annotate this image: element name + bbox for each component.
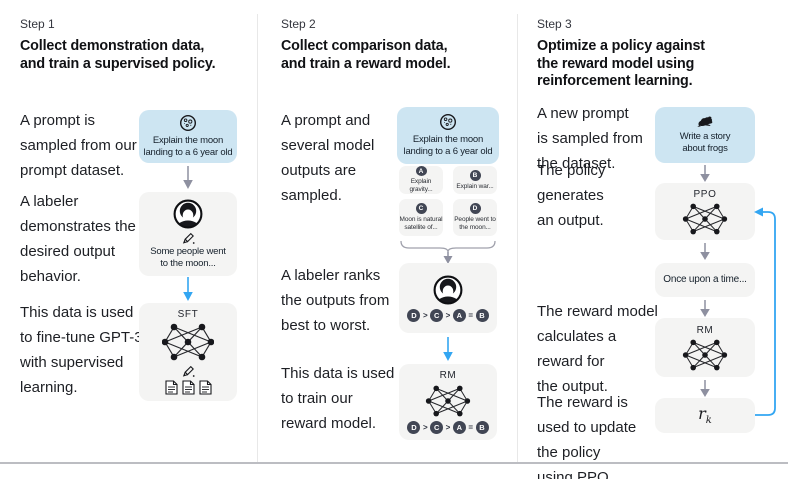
labeler-icon <box>173 199 203 229</box>
sft-label: SFT <box>177 309 199 320</box>
ranking-row: D > C > A = B <box>407 421 489 434</box>
labeler-icon <box>433 275 463 305</box>
step1-caption-finetune: This data is used to fine-tune GPT-3 wit… <box>20 304 143 396</box>
feedback-loop-arrow-icon <box>751 202 781 424</box>
step1-caption-labeler: A labeler demonstrates the desired outpu… <box>20 193 136 285</box>
step1-demo-text: Some people went to the moon... <box>150 245 226 269</box>
step1-labeler-box: Some people went to the moon... <box>139 192 237 276</box>
step3-caption-reward: The reward model calculates a reward for… <box>537 303 658 395</box>
output-b-text: Explain war... <box>456 182 494 190</box>
rank-badge: B <box>475 308 489 322</box>
rank-badge: C <box>430 421 444 434</box>
step3-prompt-box: Write a story about frogs <box>655 107 755 163</box>
pencil-icon <box>181 364 195 377</box>
step3-rm-box: RM <box>655 318 755 377</box>
step1-prompt-text: Explain the moon landing to a 6 year old <box>143 135 233 158</box>
step2-prompt-text: Explain the moon landing to a 6 year old <box>403 134 493 157</box>
step3-label: Step 3 <box>537 17 572 31</box>
output-d-text: People went to the moon... <box>454 216 496 231</box>
pencil-icon <box>181 231 195 244</box>
step2-labeler-box: D > C > A = B <box>399 263 497 333</box>
output-chip-c: C Moon is natural satellite of... <box>399 199 443 236</box>
bottom-border <box>0 462 788 464</box>
step2-label: Step 2 <box>281 17 316 31</box>
badge-c: C <box>415 203 427 214</box>
rank-badge: A <box>452 421 466 434</box>
reward-symbol: r <box>698 404 706 424</box>
output-a-text: Explain gravity... <box>409 178 433 193</box>
badge-a: A <box>415 166 427 176</box>
step2-rm-box: RM D > C > A <box>399 364 497 440</box>
badge-b: B <box>469 169 481 181</box>
brace-arrow-icon <box>399 240 497 265</box>
rm-label: RM <box>439 370 457 381</box>
output-chip-b: B Explain war... <box>453 166 497 194</box>
arrow-down-icon <box>699 380 711 398</box>
step2-prompt-box: Explain the moon landing to a 6 year old <box>397 107 499 164</box>
column-divider-1 <box>257 14 258 463</box>
step1-label: Step 1 <box>20 17 55 31</box>
rank-separator: > <box>445 310 451 320</box>
step1-sft-box: SFT <box>139 303 237 401</box>
rank-separator: > <box>445 423 451 432</box>
rank-badge: A <box>452 308 466 322</box>
step3-output-text: Once upon a time... <box>663 274 747 285</box>
neural-network-icon <box>162 323 214 361</box>
step3-caption-policy: The policy generates an output. <box>537 162 606 229</box>
documents-icon <box>164 380 212 395</box>
arrow-down-icon <box>699 165 711 183</box>
arrow-down-icon <box>699 243 711 261</box>
step1-prompt-box: Explain the moon landing to a 6 year old <box>139 110 237 163</box>
arrow-down-blue-icon <box>442 337 454 362</box>
step3-caption-prompt: A new prompt is sampled from the dataset… <box>537 105 643 172</box>
step2-caption-rank: A labeler ranks the outputs from best to… <box>281 267 390 334</box>
rank-badge: C <box>430 308 444 322</box>
step3-caption-update: The reward is used to update the policy … <box>537 394 637 479</box>
step3-title: Optimize a policy against the reward mod… <box>537 38 705 89</box>
neural-network-icon <box>682 203 728 235</box>
rank-badge: B <box>475 421 489 434</box>
moon-icon <box>179 114 197 132</box>
arrow-down-blue-icon <box>182 277 194 302</box>
ranking-row: D > C > A = B <box>407 308 489 322</box>
step3-prompt-text: Write a story about frogs <box>679 131 731 154</box>
neural-network-icon <box>425 385 471 417</box>
neural-network-icon <box>682 339 728 371</box>
reward-subscript: k <box>705 415 712 427</box>
arrow-down-icon <box>182 166 194 190</box>
output-c-text: Moon is natural satellite of... <box>399 216 443 231</box>
output-chip-a: A Explain gravity... <box>399 166 443 194</box>
rank-separator: = <box>468 423 473 432</box>
rm-label: RM <box>696 324 714 336</box>
rank-separator: = <box>468 310 473 320</box>
step1-caption-prompt: A prompt is sampled from our prompt data… <box>20 112 137 179</box>
arrow-down-icon <box>699 300 711 318</box>
output-chip-d: D People went to the moon... <box>453 199 497 236</box>
step2-caption-prompt: A prompt and several model outputs are s… <box>281 112 375 204</box>
column-divider-2 <box>517 14 518 463</box>
reward-value: rk <box>698 404 712 426</box>
step3-ppo-box: PPO <box>655 183 755 240</box>
rank-badge: D <box>407 308 421 322</box>
frog-icon <box>696 115 715 128</box>
moon-icon <box>439 113 457 131</box>
step3-output-box: Once upon a time... <box>655 263 755 297</box>
ppo-label: PPO <box>693 188 717 200</box>
step1-title: Collect demonstration data, and train a … <box>20 38 216 72</box>
step2-caption-train: This data is used to train our reward mo… <box>281 365 395 432</box>
badge-d: D <box>469 203 481 214</box>
step3-reward-box: rk <box>655 398 755 433</box>
rank-separator: > <box>422 423 428 432</box>
rank-separator: > <box>422 310 428 320</box>
step2-title: Collect comparison data, and train a rew… <box>281 38 451 72</box>
rank-badge: D <box>407 421 421 434</box>
